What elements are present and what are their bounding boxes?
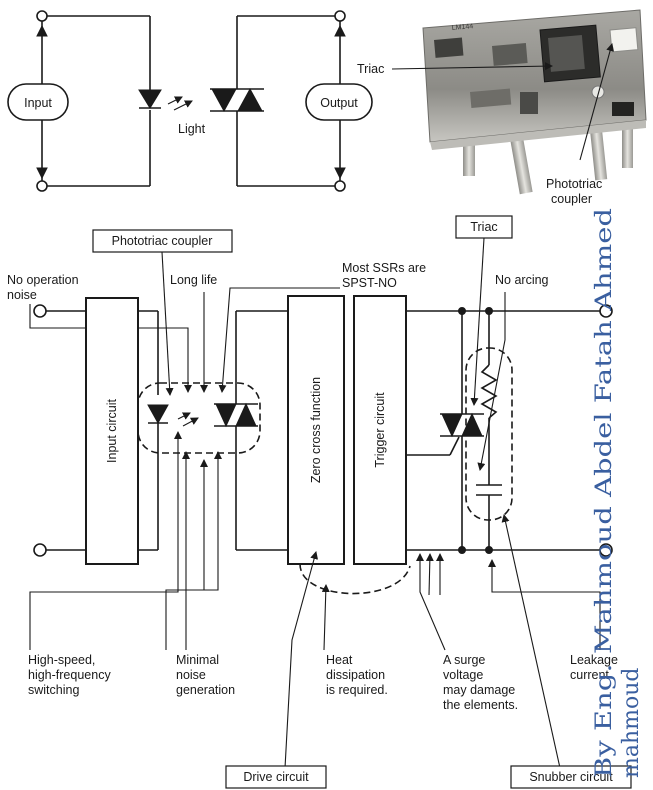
phototriac-photo-label-line2: coupler [551,192,592,206]
phototriac-coupler-component [610,28,638,52]
pin [510,137,533,194]
watermark-line1: By Eng. Mahmoud Abdel Fatah Ahmed [592,208,617,778]
high-speed-line2: high-frequency [28,668,111,682]
ssr-photo: LM144 Triac Phototriac coupler [357,10,646,206]
output-label: Output [320,96,358,110]
input-label: Input [24,96,52,110]
high-speed-line1: High-speed, [28,653,95,667]
heat-line1: Heat [326,653,353,667]
output-terminal-top [335,11,345,21]
long-life-label: Long life [170,273,217,287]
minimal-noise-line3: generation [176,683,235,697]
led-symbol [139,90,161,108]
main-triac-symbol [406,414,484,455]
input-circuit-label: Input circuit [105,399,119,463]
bottom-diagram: Phototriac coupler Triac No operation no… [7,216,631,788]
top-schematic: Input Light [8,11,372,191]
most-ssrs-line2: SPST-NO [342,276,397,290]
light-label: Light [178,122,206,136]
most-ssrs-line1: Most SSRs are [342,261,426,275]
phototriac-symbol [214,311,258,550]
high-speed-line3: switching [28,683,79,697]
author-watermark: By Eng. Mahmoud Abdel Fatah Ahmed mahmou… [592,208,644,778]
ssr-input-terminal-top [34,305,46,317]
triac-photo-label: Triac [357,62,384,76]
component [434,38,463,58]
no-operation-noise-line1: No operation [7,273,79,287]
component [612,102,634,116]
zero-cross-function-label: Zero cross function [309,377,323,483]
no-operation-noise-line2: noise [7,288,37,302]
pin [590,129,607,180]
drive-circuit-enclosure [300,564,410,594]
trigger-circuit-label: Trigger circuit [373,392,387,468]
heat-line3: is required. [326,683,388,697]
triac-callout: Triac [470,220,497,234]
watermark-line2: mahmoud [619,667,644,778]
drive-circuit-callout: Drive circuit [243,770,309,784]
minimal-noise-line2: noise [176,668,206,682]
surge-line1: A surge [443,653,485,667]
led-symbol-bottom [148,405,168,423]
triac-body [548,35,585,72]
pin [622,128,633,168]
input-terminal-bottom [37,181,47,191]
no-arcing-label: No arcing [495,273,549,287]
surge-line3: may damage [443,683,515,697]
light-arrows-icon [168,97,192,110]
component [520,92,538,114]
light-arrows-bottom-icon [178,413,198,426]
phototriac-coupler-callout: Phototriac coupler [112,234,213,248]
ssr-input-terminal-bottom [34,544,46,556]
input-terminal-top [37,11,47,21]
phototriac-photo-label-line1: Phototriac [546,177,602,191]
component [492,43,528,66]
minimal-noise-line1: Minimal [176,653,219,667]
surge-line4: the elements. [443,698,518,712]
surge-line2: voltage [443,668,483,682]
output-terminal-bottom [335,181,345,191]
heat-line2: dissipation [326,668,385,682]
